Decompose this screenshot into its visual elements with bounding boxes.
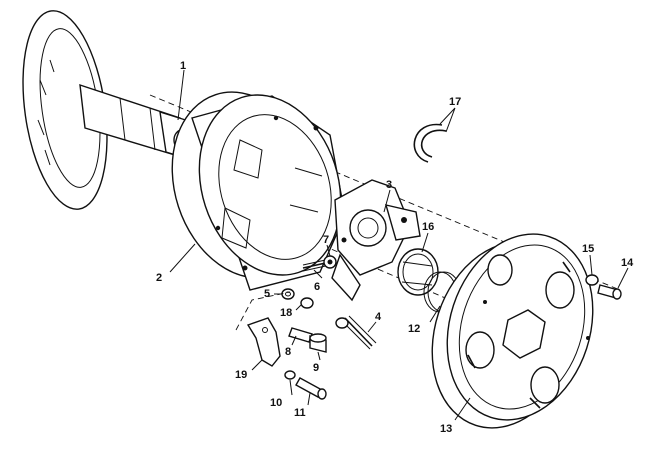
washer-18 xyxy=(300,297,314,309)
roller-washer xyxy=(335,317,349,329)
bushing-9 xyxy=(309,333,327,353)
callout-13: 13 xyxy=(440,423,452,435)
moveable-sheave-housing xyxy=(171,91,346,291)
weight-19 xyxy=(235,291,291,367)
bolt-14 xyxy=(597,284,622,300)
nut-7 xyxy=(323,255,337,269)
callout-labels: 1 2 3 4 5 6 7 8 9 10 11 12 13 14 15 16 1… xyxy=(156,60,634,435)
callout-12: 12 xyxy=(408,323,420,335)
callout-19: 19 xyxy=(235,369,247,381)
clip-17 xyxy=(413,123,447,163)
washer-15 xyxy=(585,274,599,286)
screw-4 xyxy=(344,317,373,347)
leader-lines xyxy=(169,69,629,421)
callout-16: 16 xyxy=(422,221,434,233)
cover-13 xyxy=(431,233,594,429)
nut-5 xyxy=(281,288,295,300)
callout-14: 14 xyxy=(621,257,634,269)
callout-6: 6 xyxy=(314,281,320,293)
callout-15: 15 xyxy=(582,243,594,255)
callout-8: 8 xyxy=(285,346,291,358)
callout-11: 11 xyxy=(294,407,306,419)
washer-10 xyxy=(284,370,296,380)
fixed-sheave xyxy=(22,10,199,210)
callout-10: 10 xyxy=(270,397,282,409)
callout-2: 2 xyxy=(156,272,162,284)
callout-5: 5 xyxy=(264,288,270,300)
callout-9: 9 xyxy=(313,362,319,374)
callout-1: 1 xyxy=(180,60,186,72)
callout-7: 7 xyxy=(323,234,329,246)
spider-assembly xyxy=(331,179,421,302)
callout-4: 4 xyxy=(375,311,382,323)
spring-16 xyxy=(397,248,439,296)
pin-8 xyxy=(288,327,313,343)
callout-3: 3 xyxy=(386,179,392,191)
callout-18: 18 xyxy=(280,307,292,319)
callout-17: 17 xyxy=(449,96,461,108)
bolt-11 xyxy=(295,377,327,400)
